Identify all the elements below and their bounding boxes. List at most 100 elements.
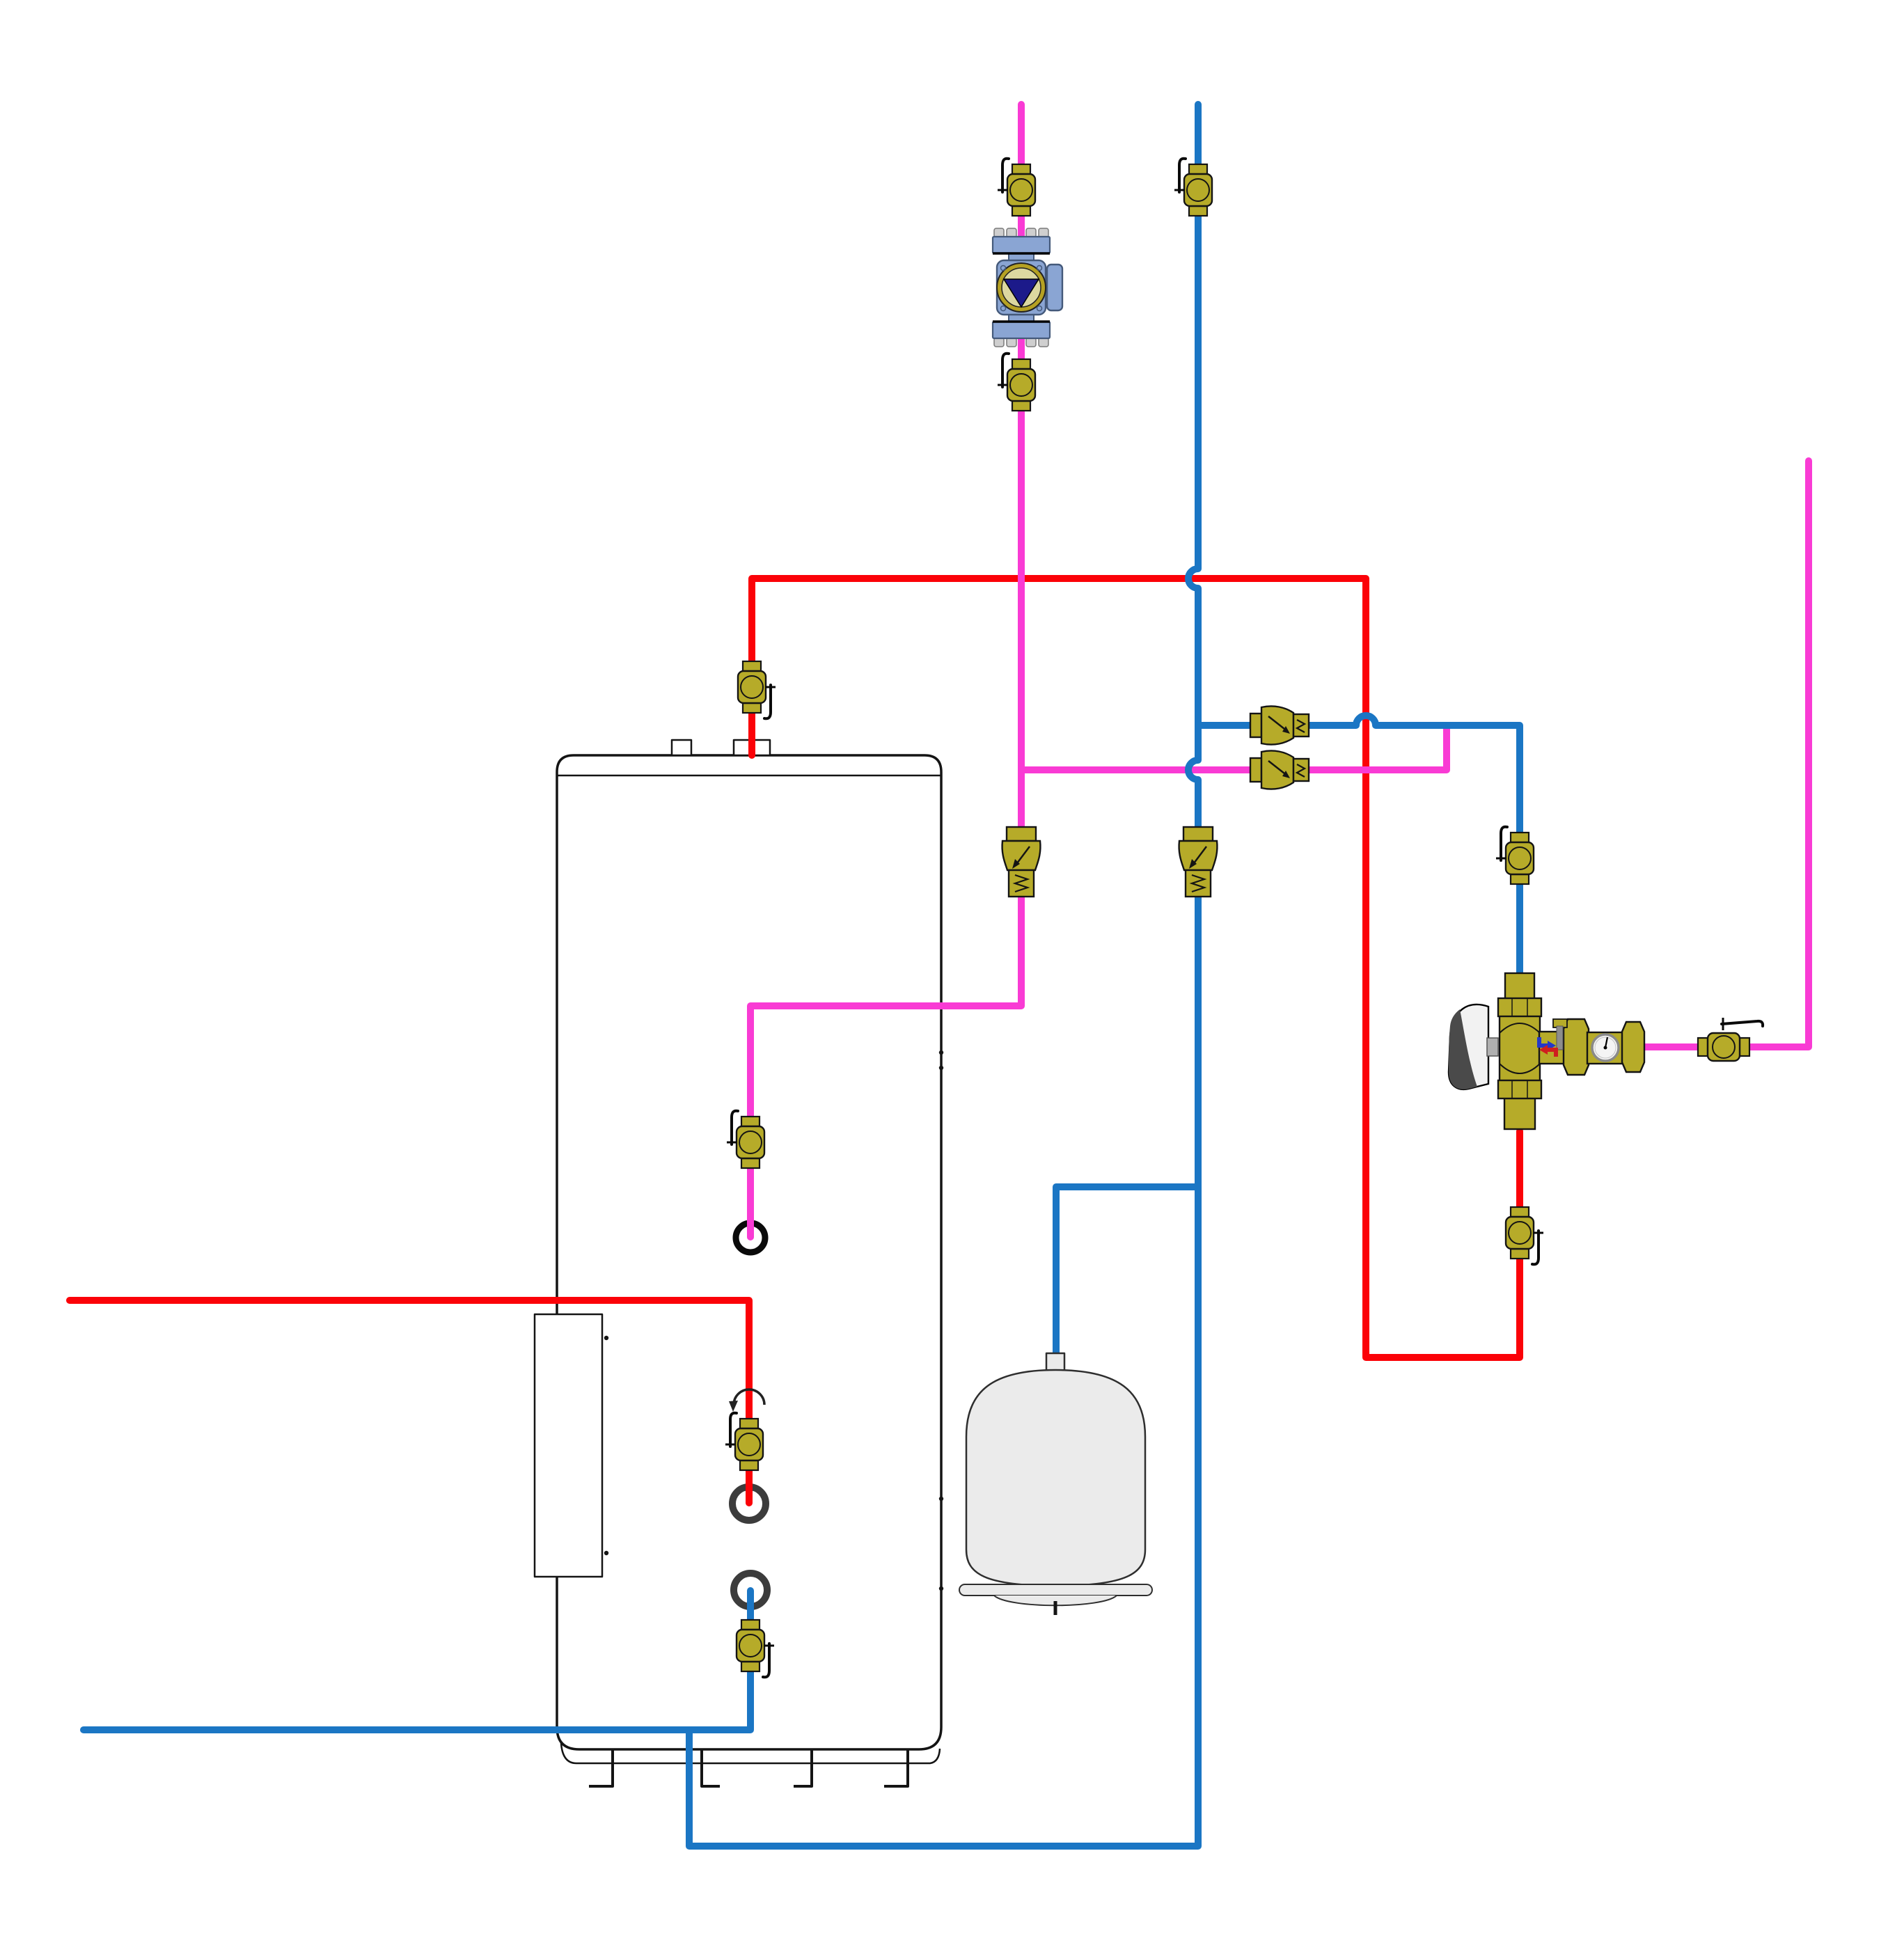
check-valve-recirc-body — [1001, 840, 1041, 872]
valve-cold-tmv-ball — [1508, 846, 1532, 870]
vessel-stub — [1045, 1352, 1066, 1373]
check-valve-cold-branch-spring — [1295, 719, 1307, 733]
pipe-hot-supply-loop — [748, 575, 1523, 1361]
tmv-probe-pin — [1556, 1025, 1564, 1050]
valve-cold-tank — [735, 1618, 774, 1679]
valve-recirc-top — [998, 157, 1037, 217]
pipe-cold-vessel — [1053, 1183, 1202, 1362]
valve-cold-top — [1174, 157, 1213, 217]
check-valve-recirc-branch — [1249, 750, 1310, 790]
valve-coil-flow-port-bottom — [739, 1459, 760, 1472]
valve-tmv-outlet-port-left — [1697, 1037, 1709, 1057]
valve-recirc-top-port-bottom — [1011, 205, 1032, 217]
valve-recirc-top-ball — [1009, 178, 1033, 202]
check-valve-cold-flow-arrow — [1193, 846, 1207, 864]
tmv-knob-stem — [1486, 1037, 1499, 1057]
valve-cold-tank-ball — [739, 1634, 762, 1657]
valve-recirc-tank-handle-lever — [730, 1109, 739, 1146]
valve-pump-outlet-ball — [1009, 373, 1033, 397]
tank-wall-dot-3 — [938, 1496, 944, 1502]
pump-flow-triangle — [1002, 278, 1040, 308]
tank-leg-3 — [794, 1750, 813, 1788]
tmv-union-nut-1 — [1562, 1018, 1590, 1076]
expansion-vessel — [959, 1352, 1153, 1615]
tmv-logo-red — [1548, 1048, 1558, 1057]
tmv-gauge-dial — [1594, 1037, 1616, 1059]
tank-wall-dot-2 — [938, 1065, 944, 1071]
valve-cold-top-port-top — [1188, 163, 1209, 175]
check-valve-recirc-branch-inlet-port — [1249, 757, 1263, 783]
tank-leg-4 — [884, 1750, 909, 1788]
valve-dhw-outlet-ball — [740, 675, 764, 699]
pump-bolt-1 — [1036, 265, 1043, 271]
valve-coil-flow-handle-lever — [729, 1411, 738, 1448]
check-valve-recirc-flow-arrow — [1016, 846, 1030, 864]
panel-screw-bottom — [604, 1550, 609, 1556]
tank-wall-dot-4 — [938, 1586, 944, 1591]
valve-cold-top-handle-lever — [1178, 157, 1187, 194]
pump-bolt-3 — [1036, 305, 1043, 312]
tmv-gauge-hub — [1603, 1046, 1607, 1050]
valve-tmv-outlet-handle-lever — [1720, 1019, 1765, 1027]
check-valve-recirc-branch-spring — [1295, 764, 1307, 778]
vessel-band — [959, 1584, 1153, 1596]
valve-hot-tmv-port-top — [1509, 1206, 1530, 1218]
check-valve-recirc-top-port — [1005, 826, 1037, 842]
tmv-hex-nut-bottom — [1497, 1079, 1543, 1100]
valve-tmv-outlet-ball — [1712, 1035, 1736, 1059]
check-valve-cold-branch-body — [1260, 705, 1295, 746]
check-valve-cold-branch — [1249, 705, 1310, 746]
valve-cold-tank-port-bottom — [740, 1660, 761, 1673]
pipe-cold-branch-tmv — [1195, 712, 1523, 978]
check-valve-cold-flow-arrowhead — [1189, 859, 1197, 869]
valve-coil-flow — [725, 1411, 764, 1472]
thermostatic-mixing-valve — [1447, 972, 1646, 1130]
check-valve-recirc-branch-flow-arrowhead — [1282, 771, 1290, 778]
valve-cold-top-port-bottom — [1188, 205, 1209, 217]
union-coil-flow — [729, 1479, 769, 1524]
valve-pump-outlet-port-top — [1011, 358, 1032, 370]
tmv-gauge-needle — [1604, 1037, 1609, 1048]
check-valve-cold-body — [1178, 840, 1218, 872]
tank-bottom-rim — [560, 1742, 941, 1765]
pump-flange-bottom — [991, 320, 1051, 340]
valve-dhw-outlet-port-bottom — [741, 702, 762, 714]
pipe-mixed-branch — [1018, 722, 1450, 773]
storage-cylinder — [533, 739, 944, 1788]
pump-bolt-2 — [1000, 305, 1007, 312]
valve-recirc-top-port-top — [1011, 163, 1032, 175]
check-valve-recirc-spring-housing — [1007, 869, 1035, 898]
rotation-arrow — [729, 1388, 766, 1412]
tmv-hex-nut-top — [1497, 997, 1543, 1018]
valve-dhw-outlet-handle-lever — [763, 684, 772, 720]
check-valve-recirc-branch-body — [1260, 750, 1295, 790]
valve-tmv-outlet — [1697, 1018, 1765, 1062]
tmv-knob-dark-wedge — [1449, 1009, 1477, 1089]
check-valve-recirc-spring — [1012, 874, 1030, 893]
valve-pump-outlet-handle-lever — [1001, 352, 1010, 388]
tank-leg-1 — [589, 1750, 614, 1788]
tmv-union-nut-2 — [1621, 1021, 1646, 1073]
tank-top-stub-small — [670, 739, 693, 757]
valve-cold-tmv-handle-lever — [1500, 825, 1509, 862]
rotation-arrow-head — [729, 1401, 738, 1412]
panel-screw-top — [604, 1335, 609, 1341]
check-valve-cold-branch-flow-arrowhead — [1282, 726, 1290, 734]
valve-coil-flow-port-top — [739, 1417, 760, 1430]
valve-cold-tank-handle-lever — [762, 1642, 771, 1679]
tmv-logo-red-head — [1539, 1045, 1548, 1055]
union-coil-return — [730, 1570, 771, 1615]
valve-cold-tmv-port-bottom — [1509, 873, 1530, 885]
valve-recirc-tank-port-bottom — [740, 1157, 761, 1169]
valve-pump-outlet — [998, 352, 1037, 412]
valve-hot-tmv-port-bottom — [1509, 1247, 1530, 1260]
valve-hot-tmv-handle-lever — [1531, 1229, 1540, 1266]
valve-cold-tmv — [1496, 825, 1535, 885]
valve-coil-flow-ball — [737, 1433, 761, 1456]
check-valve-recirc-flow-arrowhead — [1012, 859, 1020, 869]
pump-motor-box — [1046, 263, 1064, 312]
check-valve-cold-spring-housing — [1184, 869, 1212, 898]
